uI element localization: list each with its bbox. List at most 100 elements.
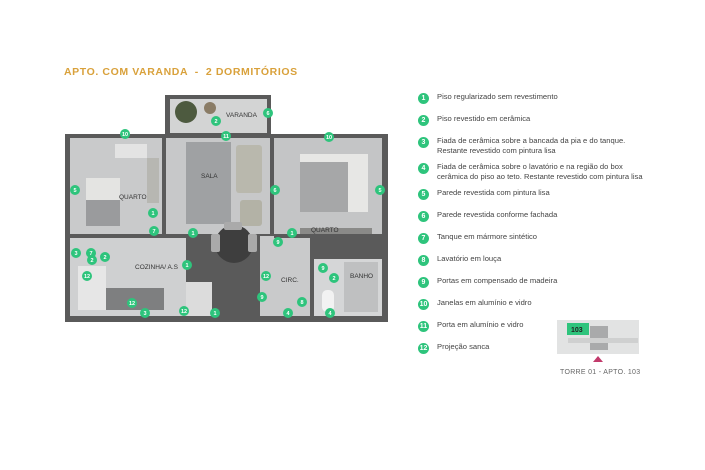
legend-text-line: Portas em compensado de madeira [437, 276, 558, 285]
interior-wall [310, 256, 384, 259]
plan-marker-number: 2 [214, 119, 217, 125]
legend-text-line: Tanque em mármore sintético [437, 232, 538, 241]
plan-marker-number: 3 [74, 251, 77, 257]
plan-marker: 2 [211, 116, 221, 126]
legend-number-badge: 3 [418, 137, 429, 148]
plan-marker-number: 12 [129, 301, 135, 307]
legend-text: Piso regularizado sem revestimento [437, 92, 677, 102]
legend-text-line: Lavatório em louça [437, 254, 502, 263]
room-label-cozinha: COZINHA/ A.S [135, 264, 179, 271]
plan-marker: 3 [140, 308, 150, 318]
legend-number-badge: 4 [418, 163, 429, 174]
plan-marker-badge [179, 306, 189, 316]
plan-marker: 2 [329, 273, 339, 283]
plan-marker: 8 [297, 297, 307, 307]
plan-marker: 1 [188, 228, 198, 238]
plan-marker-number: 1 [185, 263, 188, 269]
room-label-quarto-2: QUARTO [311, 227, 339, 234]
bedroom-1-desk [115, 144, 147, 158]
plan-marker-number: 12 [181, 309, 187, 315]
legend-text: Tanque em mármore sintético [437, 232, 677, 242]
legend-text: Piso revestido em cerâmica [437, 114, 677, 124]
plan-marker-badge [329, 273, 339, 283]
legend-text-line: Fiada de cerâmica sobre o lavatório e na… [437, 162, 623, 171]
legend-text-line: Piso revestido em cerâmica [437, 114, 531, 123]
laundry-tank [78, 266, 106, 310]
toilet [322, 290, 334, 312]
plan-marker-number: 6 [273, 188, 276, 194]
legend-text-line: cerâmica do piso ao teto. Restante reves… [437, 172, 643, 181]
plan-marker-number: 8 [300, 300, 303, 306]
plan-marker-number: 4 [286, 311, 290, 317]
balcony-plant [175, 101, 197, 123]
plan-marker-badge [221, 131, 231, 141]
plan-marker-number: 5 [73, 188, 76, 194]
legend-text: Parede revestida conforme fachada [437, 210, 677, 220]
legend-text-line: Restante revestido com pintura lisa [437, 146, 556, 155]
room-label-sala: SALA [201, 173, 218, 180]
plan-marker-number: 1 [290, 231, 293, 237]
plan-marker-badge [287, 228, 297, 238]
legend-number-badge: 9 [418, 277, 429, 288]
plan-marker-badge [325, 308, 335, 318]
interior-wall [310, 258, 314, 318]
dining-chair [224, 222, 242, 230]
interior-wall [162, 138, 166, 236]
plan-marker-badge [100, 252, 110, 262]
legend-item: 4 Fiada de cerâmica sobre o lavatório e n… [418, 162, 677, 182]
plan-marker-number: 12 [84, 274, 90, 280]
legend-text: Projeção sanca [437, 342, 677, 352]
key-map-unit [567, 323, 589, 335]
plan-marker: 1 [182, 260, 192, 270]
plan-marker-badge [71, 248, 81, 258]
plan-marker-badge [188, 228, 198, 238]
plan-marker: 12 [127, 298, 137, 308]
plan-marker-badge [211, 116, 221, 126]
dining-chair [248, 234, 257, 252]
plan-marker: 10 [120, 129, 130, 139]
legend-number-badge: 7 [418, 233, 429, 244]
plan-marker: 9 [318, 263, 328, 273]
plan-marker-number: 5 [378, 188, 381, 194]
plan-marker-number: 9 [260, 295, 263, 301]
plan-marker-badge [182, 260, 192, 270]
dining-chair [211, 234, 220, 252]
plan-marker: 12 [261, 271, 271, 281]
bedroom-2-blanket [300, 162, 348, 212]
legend-text-line: Janelas em alumínio e vidro [437, 298, 532, 307]
room-label-circ: CIRC. [281, 277, 299, 284]
plan-marker-number: 2 [103, 255, 106, 261]
legend-text-line: Porta em alumínio e vidro [437, 320, 524, 329]
legend-text-line: Piso regularizado sem revestimento [437, 92, 558, 101]
plan-marker-number: 11 [223, 134, 229, 140]
plan-marker: 5 [70, 185, 80, 195]
plan-marker: 1 [287, 228, 297, 238]
plan-marker: 7 [149, 226, 159, 236]
legend-text: Lavatório em louça [437, 254, 677, 264]
plan-marker: 1 [210, 308, 220, 318]
plan-marker: 6 [263, 108, 273, 118]
plan-marker-number: 1 [151, 211, 154, 217]
plan-marker-badge [283, 308, 293, 318]
fridge [186, 282, 212, 316]
plan-marker: 9 [273, 237, 283, 247]
balcony-chair [204, 102, 216, 114]
page-title: APTO. COM VARANDA - 2 DORMITÓRIOS [64, 66, 298, 78]
plan-marker: 2 [100, 252, 110, 262]
plan-marker-number: 1 [191, 231, 194, 237]
plan-marker-number: 2 [332, 276, 335, 282]
legend-text: Portas em compensado de madeira [437, 276, 677, 286]
bedroom-1-wardrobe [147, 158, 159, 203]
location-caption: TORRE 01 - APTO. 103 [560, 369, 641, 376]
plan-marker: 4 [283, 308, 293, 318]
armchair [240, 200, 262, 226]
plan-marker: 12 [179, 306, 189, 316]
sofa [236, 145, 262, 193]
plan-marker: 9 [257, 292, 267, 302]
